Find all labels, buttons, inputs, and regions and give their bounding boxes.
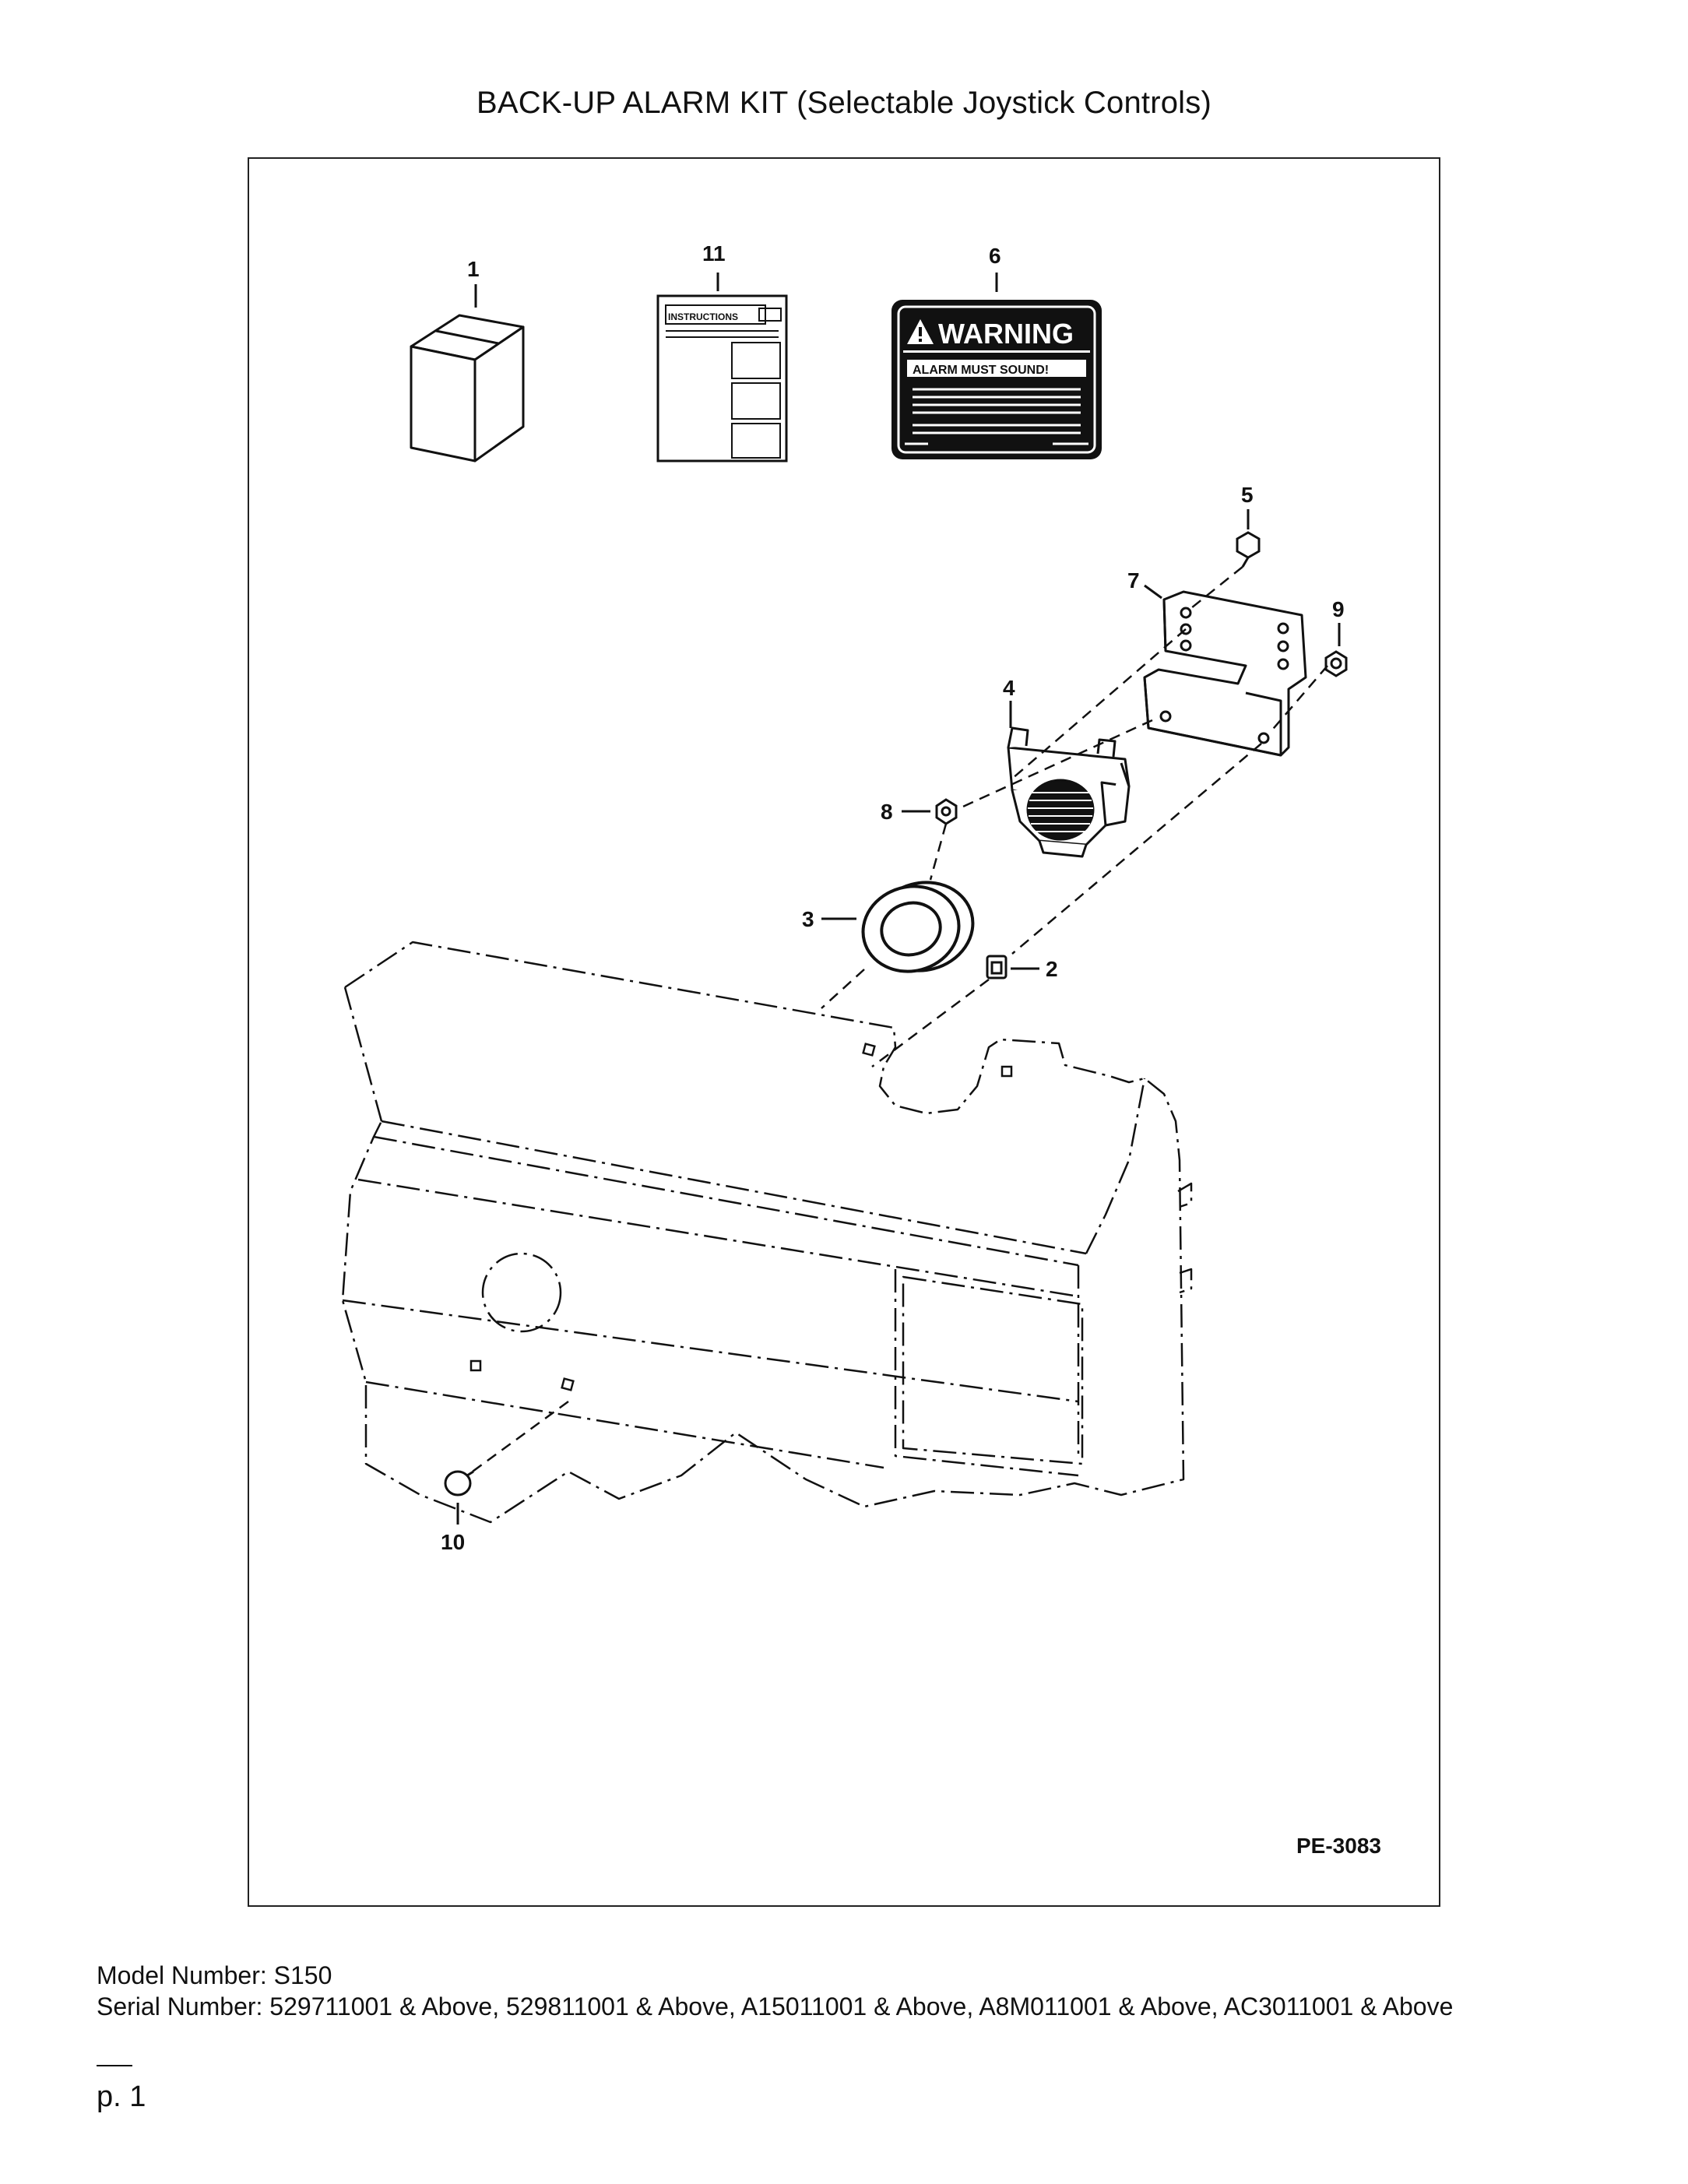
callout-1: 1 — [467, 257, 480, 281]
callout-11: 11 — [702, 241, 726, 266]
page-number: p. 1 — [97, 2080, 146, 2113]
callout-7: 7 — [1127, 568, 1140, 593]
callout-8: 8 — [881, 800, 893, 824]
page-title: BACK-UP ALARM KIT (Selectable Joystick C… — [477, 86, 1211, 120]
part-3-grommet — [861, 881, 975, 973]
part-5-bolt — [1236, 531, 1261, 568]
part-7-bracket — [1143, 590, 1307, 757]
callout-6: 6 — [989, 244, 1001, 268]
drawing-frame — [248, 157, 1440, 1907]
footer-info: Model Number: S150 Serial Number: 529711… — [97, 1960, 1576, 2022]
machine-body — [341, 941, 1193, 1524]
part-1-box — [410, 314, 525, 462]
callout-5: 5 — [1241, 483, 1254, 507]
serial-number: Serial Number: 529711001 & Above, 529811… — [97, 1992, 1454, 2020]
alignment-lines — [466, 566, 1328, 1477]
part-9-nut — [1324, 650, 1348, 677]
part-8-nut — [935, 798, 958, 825]
callout-2: 2 — [1046, 957, 1058, 981]
part-6-warning-decal — [891, 300, 1102, 459]
part-11-instructions — [656, 294, 788, 462]
drawing-code: PE-3083 — [1296, 1834, 1381, 1858]
callout-9: 9 — [1332, 597, 1345, 621]
part-4-alarm — [1007, 726, 1131, 858]
callout-4: 4 — [1003, 676, 1015, 700]
instructions-label: INSTRUCTIONS — [668, 311, 738, 322]
leader-7 — [1144, 584, 1162, 600]
callout-10: 10 — [441, 1530, 465, 1554]
model-number: Model Number: S150 — [97, 1961, 332, 1989]
body-holes — [469, 1043, 1013, 1391]
warning-sub-label: ALARM MUST SOUND! — [913, 364, 1049, 377]
warning-label: WARNING — [938, 318, 1074, 350]
part-2-clip — [986, 955, 1008, 979]
footer-rule — [97, 2065, 132, 2066]
callout-3: 3 — [802, 907, 814, 931]
part-10-plug — [444, 1470, 474, 1496]
